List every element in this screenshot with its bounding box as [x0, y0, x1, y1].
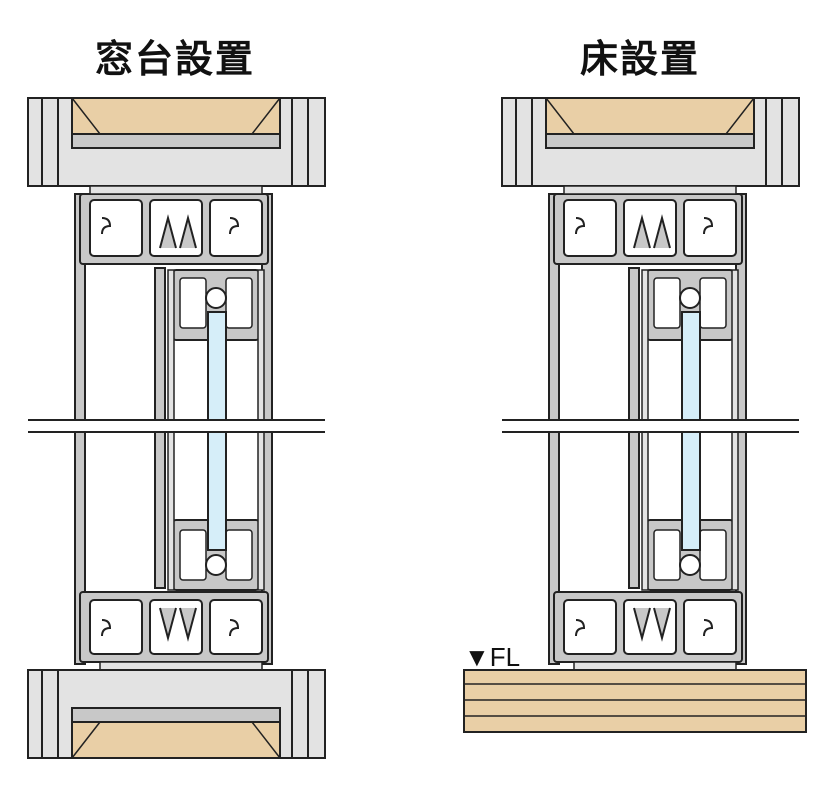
- floor-boards: [463, 669, 807, 733]
- diagram-floor: [501, 97, 800, 671]
- wall-head-right: [501, 97, 800, 187]
- wall-head-left: [27, 97, 326, 187]
- diagram-window-sill: [27, 97, 326, 759]
- window-section-left: [27, 185, 326, 671]
- floor-level-marker: ▼FL: [464, 642, 521, 672]
- window-section-right: [501, 185, 800, 671]
- title-floor: 床設置: [580, 37, 701, 81]
- title-window-sill: 窓台設置: [95, 37, 256, 81]
- wall-sill-left: [27, 669, 326, 759]
